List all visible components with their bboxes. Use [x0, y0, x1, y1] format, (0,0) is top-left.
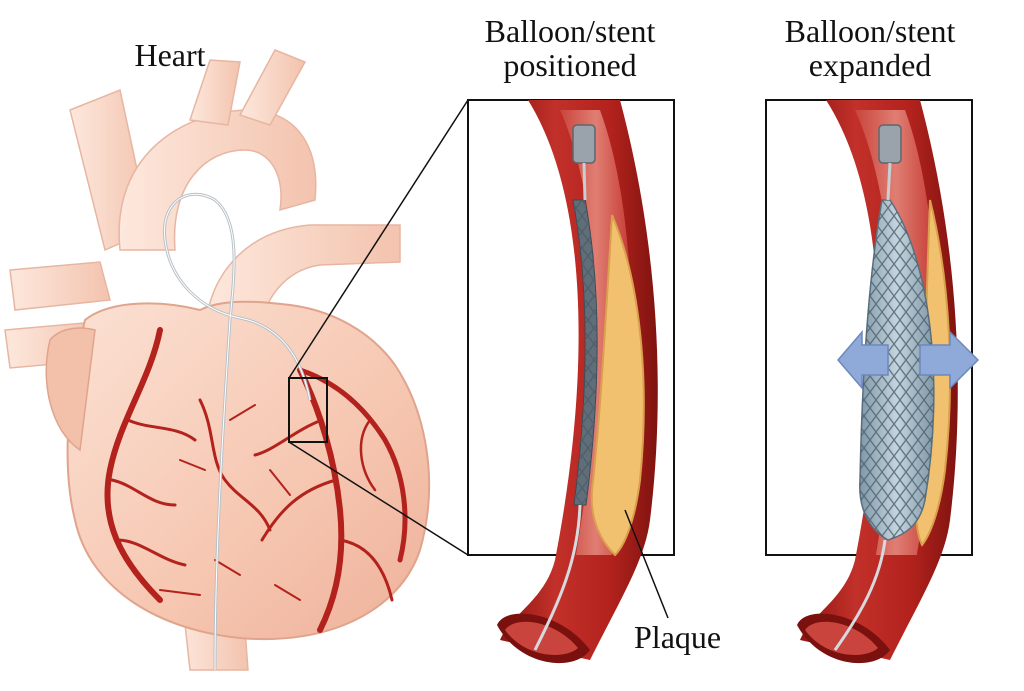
circumflex-artery: [297, 367, 408, 563]
stent-positioned-mesh: [573, 200, 598, 505]
right-coronary-artery: [104, 327, 163, 603]
expansion-arrow-left: [837, 329, 889, 391]
catheter-tip-positioned: [572, 124, 596, 164]
coronary-arteries: [104, 327, 408, 633]
catheter-tip-expanded: [878, 124, 902, 164]
expanded-title: Balloon/stent expanded: [740, 14, 1000, 82]
lad-branch-1: [253, 418, 324, 457]
plaque-pointer-line: [624, 509, 669, 619]
plaque-label: Plaque: [634, 619, 722, 655]
zoom-line-top: [288, 99, 469, 379]
stent-expanded-mesh: [859, 200, 934, 540]
small-branches: [159, 404, 301, 601]
panel-expanded: [765, 99, 980, 664]
expansion-arrow-right: [919, 330, 980, 390]
rca-branch-2: [110, 478, 177, 507]
zoom-connectors: [288, 99, 469, 556]
pulmonary-vein-left: [9, 261, 111, 311]
left-anterior-descending: [297, 367, 345, 633]
guide-wire-expanded: [886, 162, 892, 201]
expanded-title-line2: expanded: [808, 47, 932, 83]
zoom-region-box: [288, 377, 328, 443]
positioned-title: Balloon/stent positioned: [440, 14, 700, 82]
catheter-highlight: [163, 193, 311, 671]
positioned-title-line1: Balloon/stent: [484, 13, 656, 49]
rca-branch-1: [126, 418, 197, 442]
right-atrium: [45, 327, 96, 452]
heart-body: [66, 300, 431, 640]
guide-wire-expanded-lower: [833, 539, 887, 651]
guide-wire-positioned: [582, 162, 587, 201]
heart-illustration: [4, 49, 431, 671]
cx-branch-1: [359, 418, 377, 492]
lad-branch-2: [260, 478, 338, 542]
aortic-branch-2: [238, 49, 307, 126]
aortic-branch-1: [189, 59, 241, 126]
rca-branch-3: [116, 538, 187, 567]
lad-branch-3: [338, 538, 394, 602]
panel-positioned: [467, 99, 675, 664]
diag-branch: [198, 398, 272, 532]
expanded-title-line1: Balloon/stent: [784, 13, 956, 49]
plaque-positioned: [590, 214, 645, 557]
positioned-title-line2: positioned: [503, 47, 637, 83]
heart-label: Heart: [134, 37, 206, 73]
guide-wire-positioned-lower: [533, 504, 582, 651]
zoom-line-bottom: [288, 441, 469, 556]
